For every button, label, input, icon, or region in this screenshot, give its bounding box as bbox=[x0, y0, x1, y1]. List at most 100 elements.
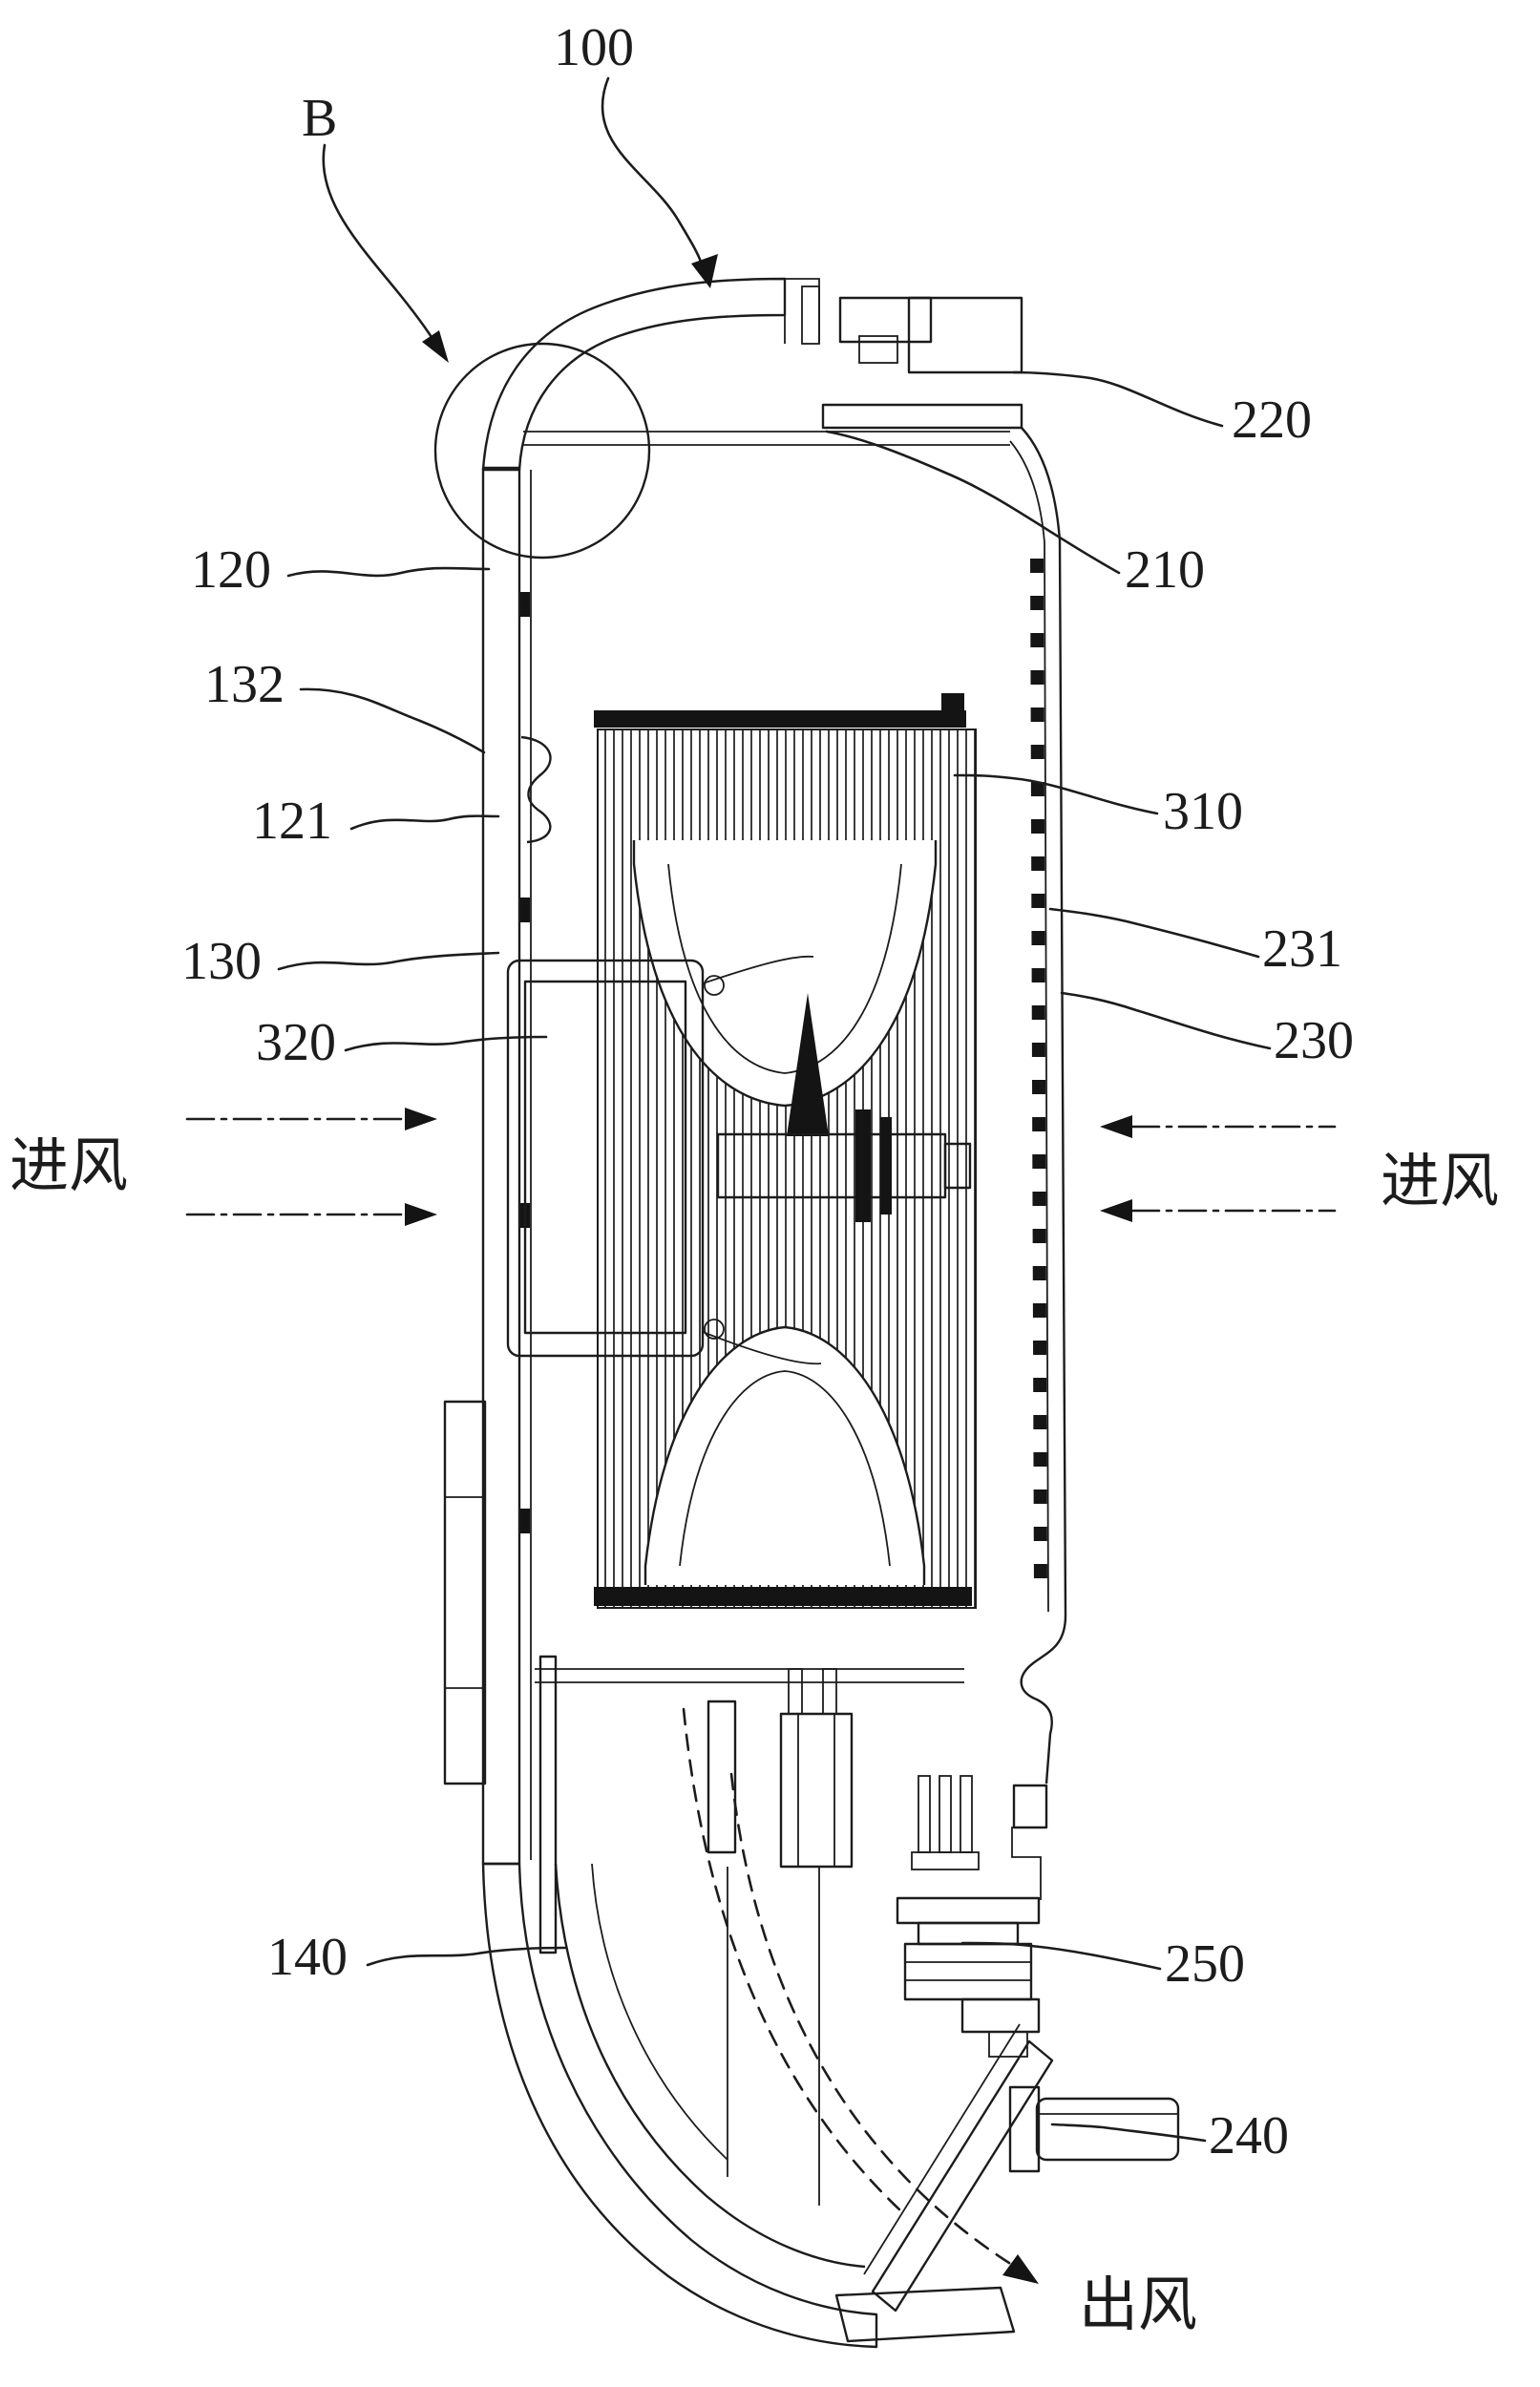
fan-impeller bbox=[594, 693, 977, 1609]
right-step-block bbox=[1012, 1784, 1048, 1829]
outlet-flow-curve bbox=[729, 1772, 1014, 2267]
leader-240 bbox=[1050, 2123, 1207, 2143]
inlet-left-arrowhead-bottom bbox=[405, 1203, 437, 1226]
wall-tick bbox=[520, 592, 530, 617]
leader-100 bbox=[601, 76, 707, 274]
detail-circle-B bbox=[433, 342, 651, 560]
motor-duct-bottom bbox=[702, 1331, 822, 1365]
label-231: 231 bbox=[1262, 919, 1342, 979]
impeller-top-corner bbox=[941, 693, 964, 728]
top-right-notch bbox=[858, 335, 898, 364]
label-inlet-left: 进风 bbox=[10, 1134, 128, 1199]
label-132: 132 bbox=[204, 655, 285, 714]
wall-bracket-hook bbox=[520, 735, 552, 844]
motor-casing bbox=[506, 959, 705, 1358]
leader-140 bbox=[366, 1946, 567, 1967]
impeller-upper-funnel-inner bbox=[667, 863, 902, 1074]
label-230: 230 bbox=[1274, 1011, 1354, 1070]
shell-bottom-curve bbox=[481, 1862, 878, 2349]
outlet-flow-curve-2 bbox=[682, 1707, 903, 2213]
mount-plate bbox=[535, 1668, 964, 1683]
leader-132 bbox=[299, 687, 486, 754]
label-310: 310 bbox=[1163, 782, 1243, 841]
impeller-lower-funnel-inner bbox=[679, 1370, 891, 1567]
dome-slot bbox=[801, 285, 820, 345]
shaft-end-cap bbox=[943, 1142, 972, 1190]
motor-duct-top bbox=[702, 955, 814, 984]
leader-B bbox=[322, 143, 441, 351]
shell-dome bbox=[481, 277, 787, 472]
component-250 bbox=[896, 1896, 1041, 2058]
inlet-right-arrowhead-top bbox=[1100, 1115, 1132, 1138]
motor-bolt-bottom bbox=[704, 1319, 725, 1340]
right-wall-hook bbox=[1020, 1615, 1067, 1785]
connector-prong-b bbox=[822, 1668, 837, 1715]
shaft-ring-a bbox=[855, 1109, 871, 1222]
c250-step1 bbox=[896, 1896, 1041, 1925]
label-240: 240 bbox=[1209, 2106, 1289, 2165]
outlet-spout bbox=[1035, 2097, 1180, 2162]
reference-labels: 100 B 220 210 120 132 121 310 231 230 13… bbox=[10, 18, 1499, 2338]
leader-320 bbox=[344, 1035, 548, 1052]
label-220: 220 bbox=[1232, 391, 1312, 450]
leader-230 bbox=[1060, 991, 1272, 1050]
top-right-block-a bbox=[838, 296, 933, 344]
airflow-arrows bbox=[185, 1108, 1337, 2284]
left-support bbox=[538, 1655, 558, 1954]
label-121: 121 bbox=[252, 792, 332, 851]
top-rail bbox=[821, 403, 1023, 430]
wall-tick bbox=[520, 898, 530, 922]
leader-220 bbox=[1012, 370, 1224, 428]
c250-flange bbox=[960, 1997, 1041, 2034]
filter-strip bbox=[1030, 558, 1047, 1597]
label-130: 130 bbox=[181, 932, 262, 991]
leader-100-arrowhead bbox=[691, 254, 718, 288]
outlet-channel bbox=[871, 2039, 1054, 2313]
inlet-left-arrowhead-top bbox=[405, 1108, 437, 1130]
label-210: 210 bbox=[1125, 540, 1205, 600]
inner-top-plate bbox=[523, 431, 1010, 446]
lower-internals bbox=[535, 1655, 1180, 2343]
leader-120 bbox=[286, 566, 491, 578]
connector-prong-a bbox=[788, 1668, 803, 1715]
comb-fin bbox=[960, 1775, 973, 1853]
impeller-top-cap bbox=[594, 710, 966, 728]
base-bowl-outer bbox=[554, 1863, 866, 2269]
leader-231 bbox=[1048, 907, 1260, 959]
label-320: 320 bbox=[256, 1013, 336, 1072]
outlet-channel-guide bbox=[863, 2023, 1021, 2275]
c250-body-lines bbox=[905, 1961, 1031, 1981]
shell-right-wall-inner bbox=[1009, 440, 1049, 1613]
comb-fin bbox=[939, 1775, 952, 1853]
impeller-lower-funnel bbox=[643, 1325, 926, 1585]
bottom-bar bbox=[834, 2286, 1016, 2343]
wall-tick bbox=[520, 1509, 530, 1533]
comb-fin bbox=[918, 1775, 931, 1853]
shell-left-wall bbox=[481, 466, 521, 1866]
leader-310 bbox=[953, 773, 1159, 815]
label-120: 120 bbox=[191, 540, 271, 600]
comb-base bbox=[911, 1851, 980, 1870]
label-B: B bbox=[302, 89, 337, 148]
leader-121 bbox=[349, 814, 500, 831]
left-protrusion-lines bbox=[445, 1496, 485, 1689]
base-bowl-inner bbox=[591, 1863, 728, 2161]
leader-250 bbox=[960, 1941, 1162, 1971]
hub-cone bbox=[787, 993, 829, 1136]
shaft-ring-b bbox=[880, 1117, 892, 1215]
shell-right-wall-outer bbox=[1021, 427, 1067, 1616]
outlet-arrowhead bbox=[1002, 2254, 1039, 2284]
label-100: 100 bbox=[554, 18, 634, 77]
outlet-spout-stub bbox=[1008, 2085, 1041, 2173]
leader-130 bbox=[277, 951, 500, 971]
label-140: 140 bbox=[267, 1928, 348, 1987]
label-250: 250 bbox=[1165, 1934, 1245, 1994]
support-post bbox=[707, 1700, 737, 1854]
left-protrusion-box bbox=[443, 1400, 487, 1785]
leader-lines bbox=[277, 76, 1272, 2143]
top-right-block-b bbox=[907, 296, 1023, 374]
label-inlet-right: 进风 bbox=[1381, 1150, 1499, 1215]
leader-210 bbox=[825, 430, 1121, 575]
